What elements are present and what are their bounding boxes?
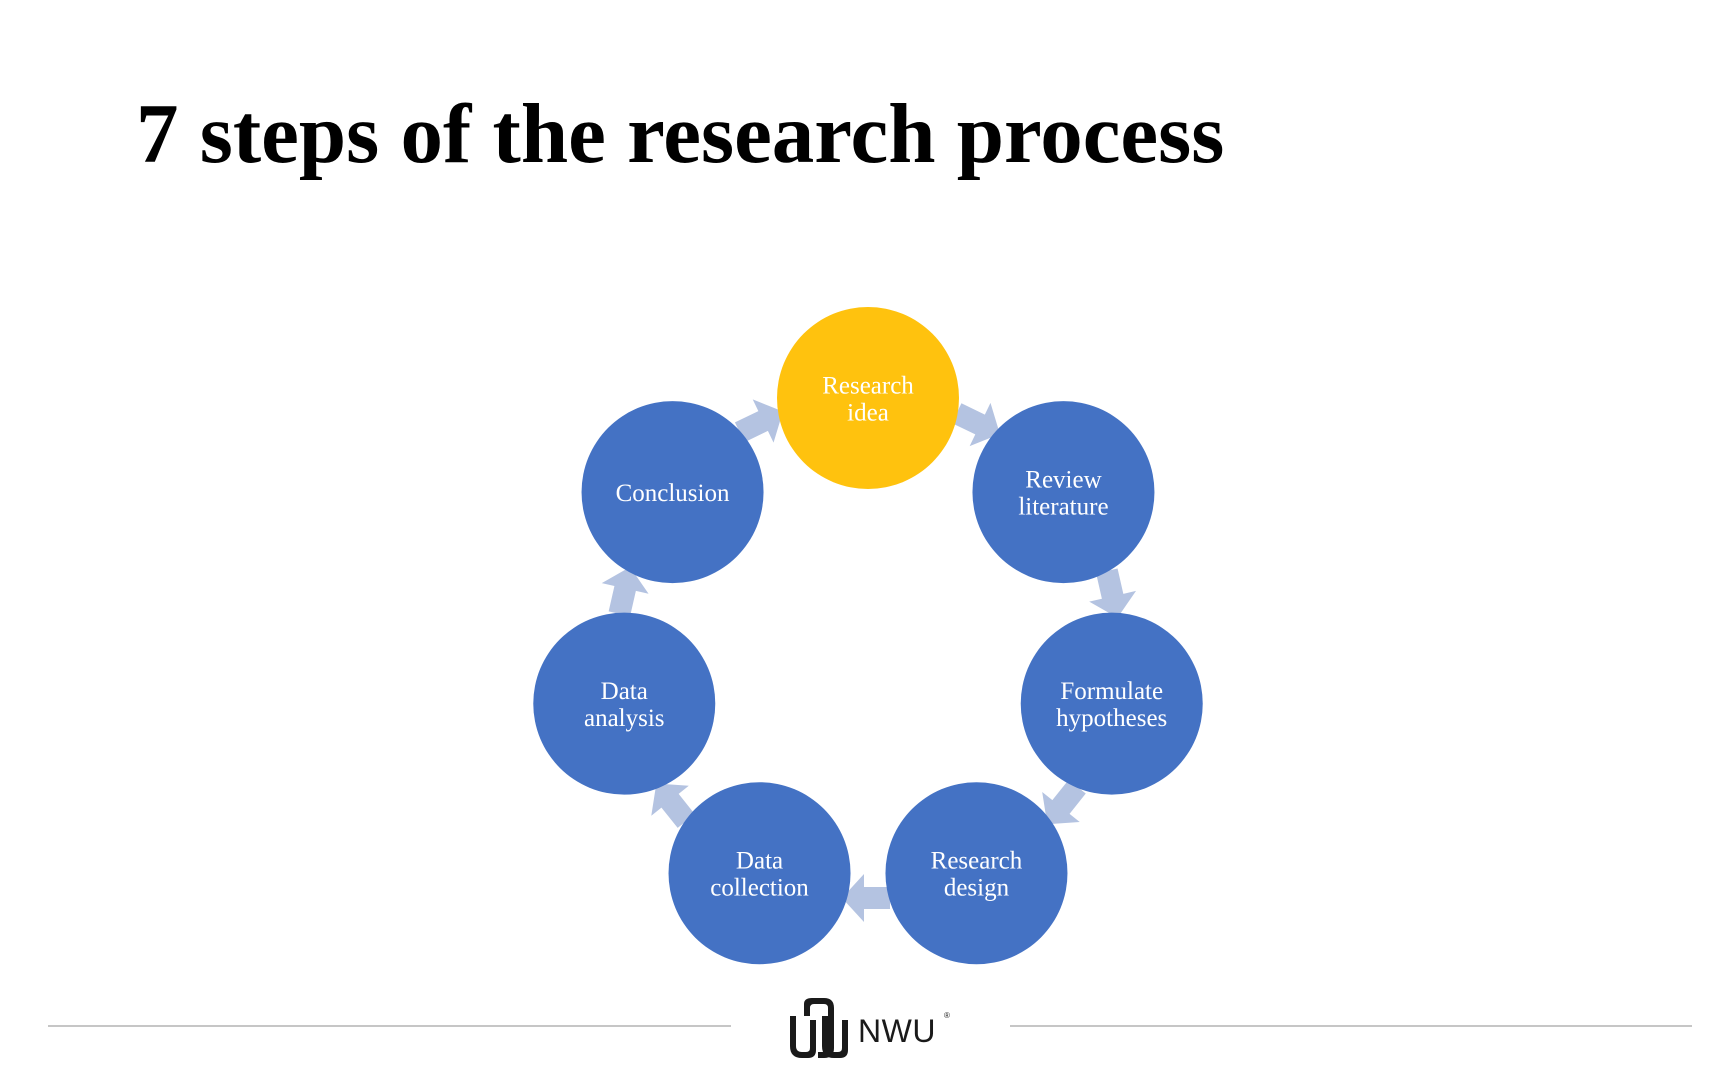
step-label-formulate-hypotheses-line-1: Formulate (1060, 678, 1163, 705)
flow-arrow-7 (734, 399, 783, 443)
footer-divider-right (1010, 1025, 1692, 1027)
step-circle-conclusion (581, 401, 764, 584)
step-circle-data-analysis (533, 612, 716, 795)
flow-arrow-5 (651, 783, 695, 828)
flow-arrow-1 (951, 402, 1000, 447)
step-circle-review-literature (972, 401, 1155, 584)
nwu-logo-icon (790, 998, 848, 1058)
step-label-data-collection-line-2: collection (710, 875, 809, 902)
nwu-logo: NWU ® (790, 998, 950, 1058)
step-circle-research-idea (777, 307, 959, 489)
step-label-research-idea-line-1: Research (822, 373, 914, 400)
step-label-research-design-line-1: Research (931, 848, 1023, 875)
step-label-conclusion-line-1: Conclusion (616, 480, 730, 507)
logo-registered-mark: ® (944, 1011, 950, 1020)
step-label-research-idea-line-2: idea (847, 400, 889, 427)
step-circle-formulate-hypotheses (1020, 612, 1203, 795)
flow-arrow-4 (842, 874, 890, 922)
flow-arrow-6 (601, 567, 649, 617)
step-label-formulate-hypotheses-line-2: hypotheses (1056, 705, 1167, 732)
footer-divider-left (48, 1025, 731, 1027)
step-label-data-collection-line-1: Data (736, 848, 783, 875)
step-node-conclusion: Conclusion (581, 401, 764, 584)
step-label-review-literature-line-2: literature (1018, 494, 1108, 521)
logo-text: NWU (858, 1013, 936, 1049)
step-circle-data-collection (668, 782, 851, 965)
flow-arrow-2 (1089, 568, 1137, 618)
flow-arrow-3 (1042, 779, 1086, 825)
step-label-review-literature-line-1: Review (1025, 467, 1101, 494)
slide-title: 7 steps of the research process (136, 87, 1225, 181)
step-label-research-design-line-2: design (944, 875, 1010, 902)
step-circle-research-design (885, 782, 1068, 965)
step-label-data-analysis-line-1: Data (601, 678, 648, 705)
step-label-data-analysis-line-2: analysis (584, 705, 665, 732)
